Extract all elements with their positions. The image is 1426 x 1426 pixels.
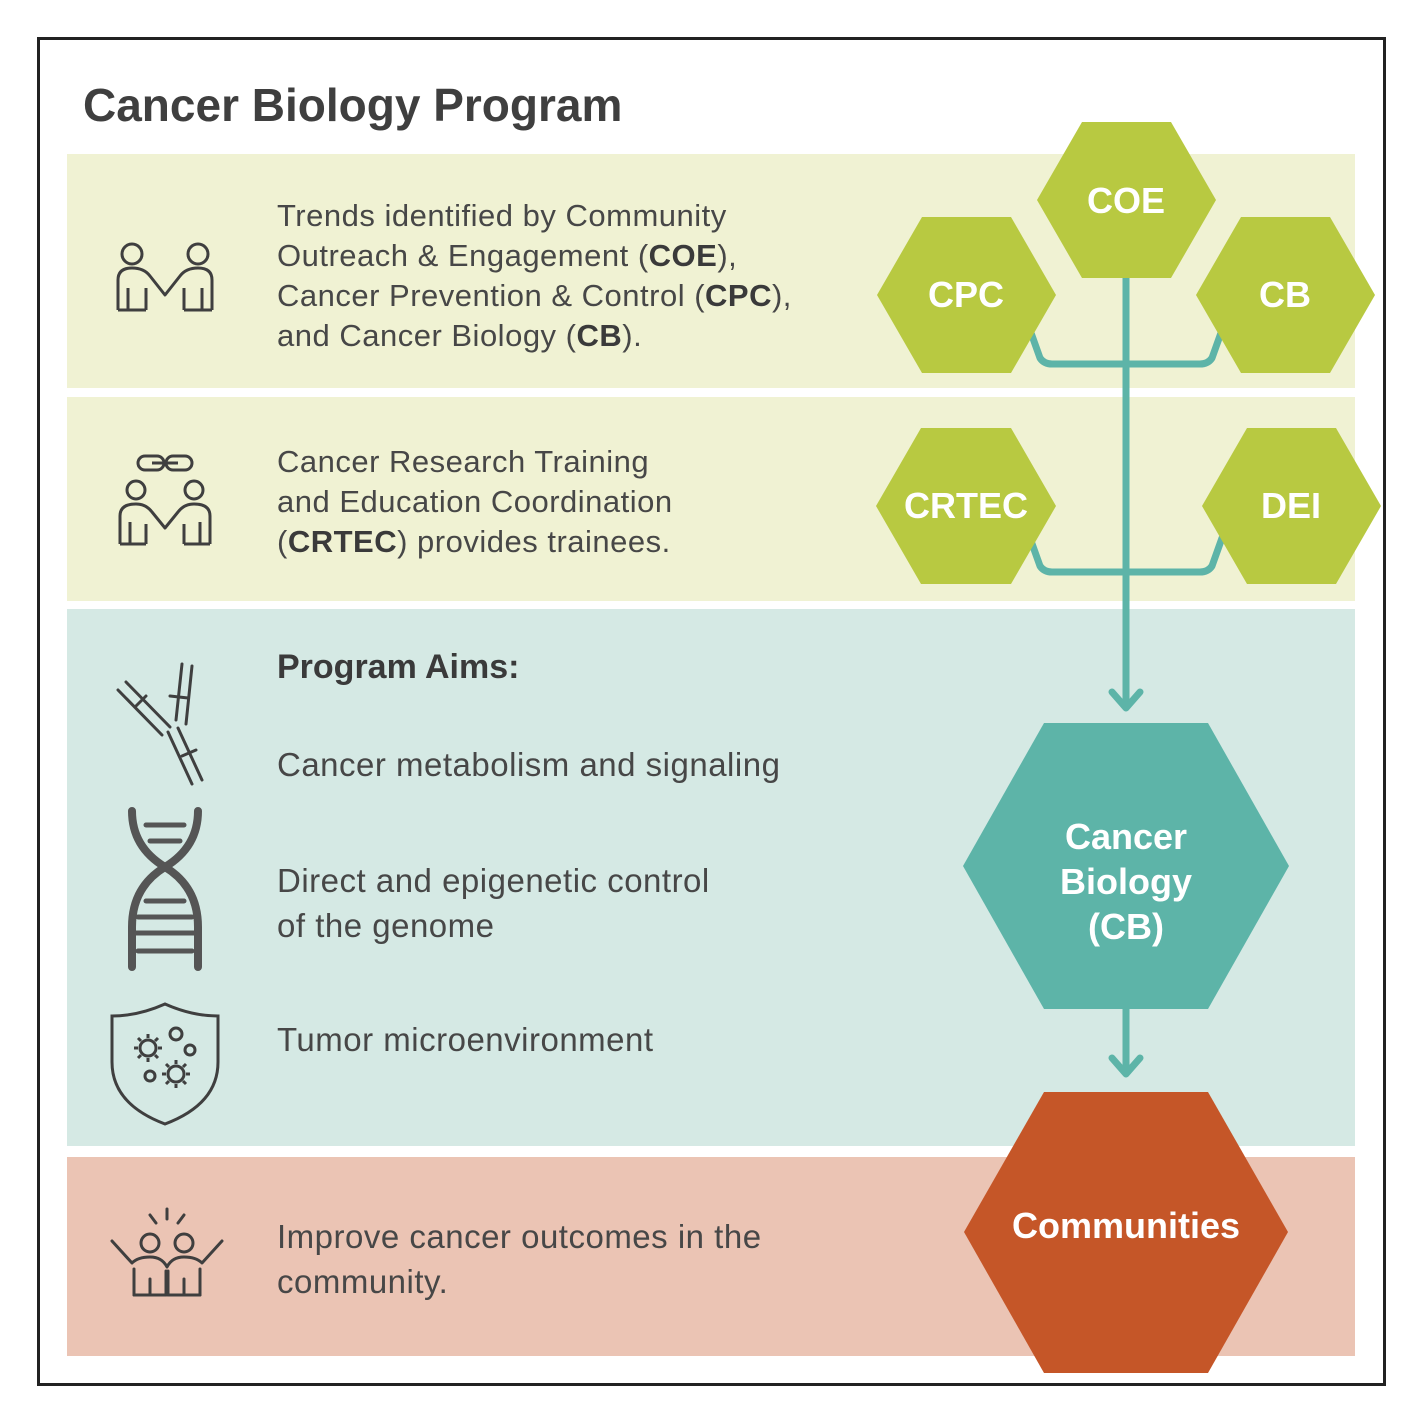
hexagon-dei-label: DEI: [1261, 485, 1321, 526]
training-line-2: and Education Coordination: [277, 484, 673, 519]
arrow-to-communities-icon: [1108, 1054, 1144, 1078]
linked-people-icon: [118, 454, 212, 546]
cpc-cb-bracket: [1026, 326, 1226, 368]
shield-cells-icon: [110, 1002, 220, 1126]
community-text: Improve cancer outcomes in the community…: [277, 1214, 762, 1304]
hexagon-dei: DEI: [1202, 428, 1381, 584]
community-line-2: community.: [277, 1263, 449, 1300]
hexagon-crtec-shape: [876, 428, 1056, 584]
hexagon-coe-label: COE: [1087, 180, 1165, 221]
hexagon-communities-shape: [964, 1092, 1288, 1373]
training-line-3: (CRTEC) provides trainees.: [277, 524, 671, 559]
hexagon-cpc-shape: [877, 217, 1056, 373]
hexagon-cancer-biology-line-2: Biology: [1060, 861, 1192, 902]
hexagon-coe-shape: [1037, 122, 1216, 278]
aim-2-line-2: of the genome: [277, 907, 495, 944]
aim-3-text: Tumor microenvironment: [277, 1021, 654, 1058]
trends-line-2: Outreach & Engagement (COE),: [277, 238, 738, 273]
page-title: Cancer Biology Program: [83, 79, 623, 131]
crtec-dei-bracket: [1026, 534, 1226, 576]
hexagon-cpc-label: CPC: [928, 274, 1004, 315]
hexagon-cancer-biology-line-3: (CB): [1088, 906, 1164, 947]
hexagon-cb-shape: [1196, 217, 1375, 373]
trends-line-4: and Cancer Biology (CB).: [277, 318, 643, 353]
trends-line-1: Trends identified by Community: [277, 198, 727, 233]
training-text: Cancer Research Training and Education C…: [277, 442, 673, 562]
aim-2-text: Direct and epigenetic control of the gen…: [277, 858, 710, 948]
hexagon-cancer-biology: Cancer Biology (CB): [963, 723, 1289, 1009]
two-people-holding-hands-icon: [116, 242, 214, 312]
community-line-1: Improve cancer outcomes in the: [277, 1218, 762, 1255]
band-training: [67, 397, 1355, 601]
hexagon-communities: Communities: [964, 1092, 1288, 1373]
hexagon-communities-label: Communities: [1012, 1205, 1240, 1246]
celebrating-people-icon: [110, 1207, 224, 1297]
aims-heading: Program Aims:: [277, 648, 520, 686]
aim-2-line-1: Direct and epigenetic control: [277, 862, 710, 899]
hexagon-cancer-biology-shape: [963, 723, 1289, 1009]
dna-helix-icon: [128, 807, 202, 971]
trends-line-3: Cancer Prevention & Control (CPC),: [277, 278, 792, 313]
hexagon-cpc: CPC: [877, 217, 1056, 373]
hexagon-coe: COE: [1037, 122, 1216, 278]
trends-text: Trends identified by Community Outreach …: [277, 196, 792, 356]
arrow-to-cb-icon: [1108, 688, 1144, 712]
frame-border: [37, 37, 1386, 1386]
connector-lines: [1026, 266, 1226, 1078]
hexagon-crtec-label: CRTEC: [904, 485, 1028, 526]
hexagon-cancer-biology-line-1: Cancer: [1065, 816, 1187, 857]
training-line-1: Cancer Research Training: [277, 444, 650, 479]
aim-1-text: Cancer metabolism and signaling: [277, 746, 781, 783]
hexagon-cb-label: CB: [1259, 274, 1311, 315]
hexagon-dei-shape: [1202, 428, 1381, 584]
hexagon-cb: CB: [1196, 217, 1375, 373]
hexagon-crtec: CRTEC: [876, 428, 1056, 584]
antibody-icon: [116, 662, 204, 786]
